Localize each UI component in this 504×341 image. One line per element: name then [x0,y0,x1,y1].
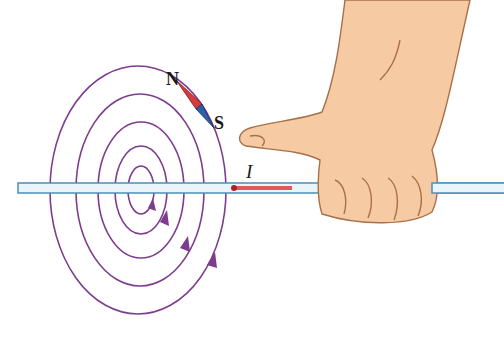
finger-line [412,176,421,216]
arrowhead [148,198,156,211]
finger-line [335,180,346,214]
finger-line [388,178,397,220]
crease [380,40,400,80]
pole-label: S [214,114,224,132]
finger-line [362,178,371,218]
pole-label: N [166,70,179,88]
thumbnail [250,136,264,146]
wire [432,183,504,193]
arrowhead [180,236,190,252]
arrowhead [207,252,217,268]
current-dot [231,185,237,191]
current-label: I [246,162,252,181]
field-arrows [148,198,217,268]
arrowhead [160,210,169,226]
compass-south [196,104,214,128]
compass-north [176,80,202,109]
current-marker [234,186,292,190]
